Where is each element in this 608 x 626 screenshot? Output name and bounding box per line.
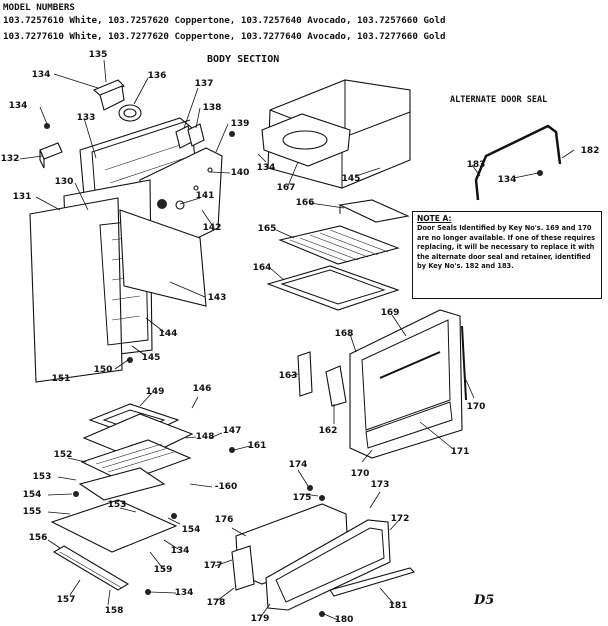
part-157-156-bar (52, 545, 130, 591)
part-label-177: 177 (203, 561, 223, 571)
part-label-134: 134 (497, 175, 517, 185)
part-167-top-tray (261, 113, 351, 167)
part-183-182-alternate-door-seal (474, 124, 562, 201)
part-164-broiler-pan (266, 265, 400, 311)
part-label-130: 130 (54, 177, 74, 187)
model-numbers-line-1: 103.7257610 White, 103.7257620 Copperton… (3, 15, 446, 26)
part-172-drawer-front (265, 519, 391, 611)
part-152-burner-assembly (80, 439, 192, 483)
model-numbers-heading: MODEL NUMBERS (3, 2, 75, 13)
part-label-155: 155 (22, 507, 42, 517)
part-label-162: 162 (318, 426, 338, 436)
part-label-182: 182 (580, 146, 600, 156)
part-label-166: 166 (295, 198, 315, 208)
part-label-181: 181 (388, 601, 408, 611)
part-label-163: 163 (278, 371, 298, 381)
part-181-drawer-strip (329, 567, 416, 597)
part-label-134: 134 (170, 546, 190, 556)
part-178-drawer-end (231, 545, 255, 591)
part-label-141: 141 (195, 191, 215, 201)
part-label-173: 173 (370, 480, 390, 490)
part-label-146: 146 (192, 384, 212, 394)
part-label-145: 145 (141, 353, 161, 363)
note-a-box: NOTE A: Door Seals Identified by Key No'… (412, 211, 602, 299)
part-label-179: 179 (250, 614, 270, 624)
part-label-160: -160 (214, 482, 238, 492)
part-label-142: 142 (202, 223, 222, 233)
part-label-134: 134 (174, 588, 194, 598)
part-137-138-brackets (175, 123, 205, 149)
part-label-153: 153 (32, 472, 52, 482)
page-code: D5 (474, 593, 495, 608)
part-label-147: 147 (222, 426, 242, 436)
part-label-175: 175 (292, 493, 312, 503)
part-label-174: 174 (288, 460, 308, 470)
part-label-159: 159 (153, 565, 173, 575)
part-label-135: 135 (88, 50, 108, 60)
part-label-139: 139 (230, 119, 250, 129)
note-body: Door Seals Identified by Key No's. 169 a… (417, 224, 595, 271)
model-numbers-line-2: 103.7277610 White, 103.7277620 Copperton… (3, 31, 446, 42)
part-label-131: 131 (12, 192, 32, 202)
part-label-172: 172 (390, 514, 410, 524)
part-label-156: 156 (28, 533, 48, 543)
part-label-134: 134 (256, 163, 276, 173)
part-label-144: 144 (158, 329, 178, 339)
part-label-171: 171 (450, 447, 470, 457)
part-136-ring (118, 104, 142, 122)
part-165-oven-rack (278, 225, 400, 265)
part-label-132: 132 (0, 154, 20, 164)
note-title: NOTE A: (417, 214, 452, 223)
part-label-137: 137 (194, 79, 214, 89)
leader-lines (19, 59, 575, 621)
part-label-134: 134 (31, 70, 51, 80)
part-label-138: 138 (202, 103, 222, 113)
part-label-158: 158 (104, 606, 124, 616)
part-label-157: 157 (56, 595, 76, 605)
part-label-150: 150 (93, 365, 113, 375)
part-label-149: 149 (145, 387, 165, 397)
part-label-152: 152 (53, 450, 73, 460)
part-label-134: 134 (8, 101, 28, 111)
part-143-panel (119, 209, 207, 307)
part-168-oven-door (349, 309, 463, 459)
part-label-180: 180 (334, 615, 354, 625)
part-label-140: 140 (230, 168, 250, 178)
part-label-170: 170 (350, 469, 370, 479)
part-label-161: 161 (247, 441, 267, 451)
part-label-151: 151 (51, 374, 71, 384)
part-132-block (39, 142, 63, 169)
part-label-170: 170 (466, 402, 486, 412)
part-label-176: 176 (214, 515, 234, 525)
part-label-136: 136 (147, 71, 167, 81)
part-label-148: 148 (195, 432, 215, 442)
section-title: BODY SECTION (207, 54, 280, 65)
part-label-169: 169 (380, 308, 400, 318)
part-135-bracket (92, 79, 125, 111)
part-label-168: 168 (334, 329, 354, 339)
part-label-154: 154 (22, 490, 42, 500)
part-153-155-brackets (78, 467, 166, 501)
part-166-rack-support (338, 199, 410, 223)
part-label-183: 183 (466, 160, 486, 170)
part-label-167: 167 (276, 183, 296, 193)
part-label-178: 178 (206, 598, 226, 608)
alternate-door-seal-title: ALTERNATE DOOR SEAL (450, 95, 548, 105)
part-159-bottom-pan (50, 499, 178, 553)
part-label-165: 165 (257, 224, 277, 234)
part-label-143: 143 (207, 293, 227, 303)
part-163-162-hinges (297, 351, 347, 407)
part-label-145: 145 (341, 174, 361, 184)
fasteners (44, 123, 543, 617)
part-170-door-seal-strip (461, 325, 467, 401)
part-label-133: 133 (76, 113, 96, 123)
part-label-153: 153 (107, 500, 127, 510)
part-label-164: 164 (252, 263, 272, 273)
part-label-154: 154 (181, 525, 201, 535)
